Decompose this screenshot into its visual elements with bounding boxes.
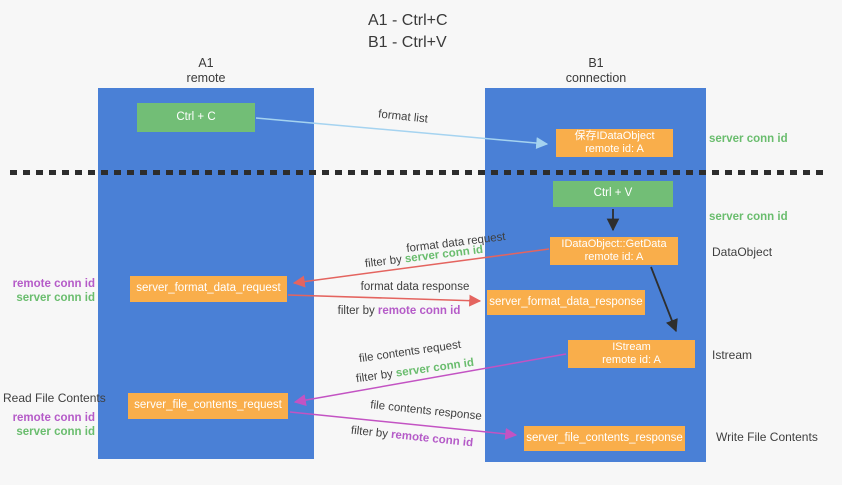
file-contents-response-arrow [289, 411, 518, 440]
write-file-contents-annotation: Write File Contents [716, 430, 818, 444]
node-ctrl-c: Ctrl + C [137, 103, 255, 132]
node-format-request-label: server_format_data_request [136, 282, 281, 295]
node-istream-line1: IStream [612, 340, 651, 353]
title-line-2: B1 - Ctrl+V [368, 34, 447, 51]
lane-b1-role: connection [565, 71, 627, 85]
format-data-response-label: format data response [360, 281, 470, 293]
filter-by-text: filter by [337, 305, 378, 317]
node-save-idataobject-line2: remote id: A [585, 143, 644, 155]
lane-b1-name: B1 [588, 56, 604, 70]
server-conn-id-annotation-mid: server conn id [709, 211, 788, 223]
format-data-response-arrow [287, 294, 482, 307]
node-file-response-label: server_file_contents_response [526, 431, 683, 444]
dataobject-annotation: DataObject [712, 245, 773, 259]
lane-a1-role: remote [186, 71, 226, 85]
node-save-idataobject-line1: 保存IDataObject [574, 129, 655, 142]
getdata-to-istream-arrow [650, 266, 678, 333]
format-data-response-filter: filter by remote conn id [338, 305, 461, 317]
istream-annotation: Istream [712, 348, 753, 362]
format-data-request-arrow [292, 248, 550, 288]
lane-a1-name: A1 [198, 56, 214, 70]
server-conn-id-annotation-top: server conn id [709, 133, 788, 145]
node-file-request-label: server_file_contents_request [134, 399, 282, 412]
format-list-arrow [255, 117, 549, 150]
node-ctrl-v-label: Ctrl + V [593, 187, 633, 200]
left-conn-id-annotation-top: remote conn id server conn id [0, 277, 95, 305]
remote-conn-id-label: remote conn id [12, 412, 95, 424]
node-ctrl-v: Ctrl + V [553, 181, 673, 207]
title-line-1: A1 - Ctrl+C [368, 12, 448, 29]
node-server-format-data-response: server_format_data_response [487, 290, 645, 315]
node-ctrl-c-label: Ctrl + C [176, 110, 216, 123]
node-save-idataobject: 保存IDataObject remote id: A [556, 129, 673, 157]
node-getdata-line1: IDataObject::GetData [561, 237, 667, 250]
server-conn-id-label: server conn id [16, 292, 95, 304]
node-format-response-label: server_format_data_response [489, 295, 643, 308]
lane-header-a1: A1 remote [146, 56, 266, 86]
node-server-format-data-request: server_format_data_request [130, 276, 287, 302]
node-istream: IStream remote id: A [568, 340, 695, 368]
node-idataobject-getdata: IDataObject::GetData remote id: A [550, 237, 678, 265]
read-file-contents-annotation: Read File Contents [3, 391, 106, 405]
file-contents-request-arrow [293, 353, 567, 407]
server-conn-id-label: server conn id [16, 426, 95, 438]
left-conn-id-annotation-bottom: remote conn id server conn id [0, 411, 95, 439]
node-getdata-line2: remote id: A [584, 251, 644, 263]
dotted-divider [10, 170, 824, 175]
remote-conn-id-label: remote conn id [12, 278, 95, 290]
node-istream-line2: remote id: A [602, 354, 661, 366]
diagram-title: A1 - Ctrl+C B1 - Ctrl+V [368, 10, 448, 54]
node-server-file-contents-request: server_file_contents_request [128, 393, 288, 419]
filter-value-remote-conn-id: remote conn id [377, 305, 461, 317]
node-server-file-contents-response: server_file_contents_response [524, 426, 685, 451]
lane-header-b1: B1 connection [536, 56, 656, 86]
